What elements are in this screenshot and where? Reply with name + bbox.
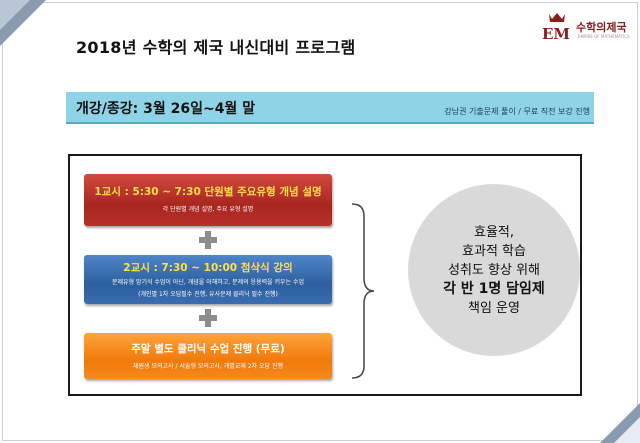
- logo-text: 수학의제국: [576, 21, 627, 34]
- summary-circle: 효율적, 효과적 학습 성취도 향상 위해 각 반 1명 담임제 책임 운영: [408, 184, 580, 356]
- schedule-banner-title: 개강/종강: 3월 26일~4월 말: [76, 101, 256, 117]
- schedule-banner: [66, 92, 594, 122]
- logo-crown-icon: EM: [542, 13, 570, 42]
- session-2-title: 2교시 : 7:30 ~ 10:00 첨삭식 강의: [123, 262, 293, 274]
- schedule-banner-shadow: [66, 122, 594, 124]
- session-2-desc-line-2: (개인별 1차 오답필수 진행, 유사문제 클리닉 필수 진행): [138, 291, 278, 298]
- session-card-1: 1교시 : 5:30 ~ 7:30 단원별 주요유형 개념 설명 각 단원별 개…: [84, 174, 332, 226]
- session-1-desc: 각 단원별 개념 설명, 주요 유형 설명: [162, 206, 254, 213]
- plus-icon: [199, 231, 217, 249]
- summary-line-1: 효율적,: [473, 224, 514, 240]
- summary-line-2: 효과적 학습: [462, 243, 526, 259]
- session-3-desc: 재원생 모의고사 / 서술형 모의고사, 개별교재 2차 오답 진행: [133, 363, 283, 370]
- session-card-3: 주말 별도 클리닉 수업 진행 (무료) 재원생 모의고사 / 서술형 모의고사…: [84, 333, 332, 379]
- logo-mark-text: EM: [542, 25, 570, 42]
- right-brace-icon: [351, 203, 375, 379]
- session-card-2: 2교시 : 7:30 ~ 10:00 첨삭식 강의 문제유형 암기식 수업이 아…: [84, 255, 332, 304]
- session-2-desc-line-1: 문제유형 암기식 수업이 아닌, 개념을 이해하고, 문제의 응용력을 키우는 …: [111, 279, 305, 286]
- plus-icon: [199, 309, 217, 327]
- page-title: 2018년 수학의 제국 내신대비 프로그램: [76, 38, 356, 57]
- summary-line-5: 책임 운영: [468, 300, 520, 316]
- corner-decoration-top-left-inner: [0, 0, 30, 30]
- logo: EM 수학의제국 EMPIRE OF MATHEMATICS: [540, 10, 632, 44]
- logo-subtext: EMPIRE OF MATHEMATICS: [578, 34, 630, 39]
- corner-decoration-bottom-right-inner: [614, 417, 640, 443]
- session-3-title: 주말 별도 클리닉 수업 진행 (무료): [131, 343, 285, 355]
- summary-line-4: 각 반 1명 담임제: [443, 280, 545, 297]
- schedule-banner-note: 강남권 기출문제 풀이 / 무료 직전 보강 진행: [444, 107, 590, 116]
- summary-line-3: 성취도 향상 위해: [448, 262, 540, 278]
- session-1-title: 1교시 : 5:30 ~ 7:30 단원별 주요유형 개념 설명: [94, 186, 322, 198]
